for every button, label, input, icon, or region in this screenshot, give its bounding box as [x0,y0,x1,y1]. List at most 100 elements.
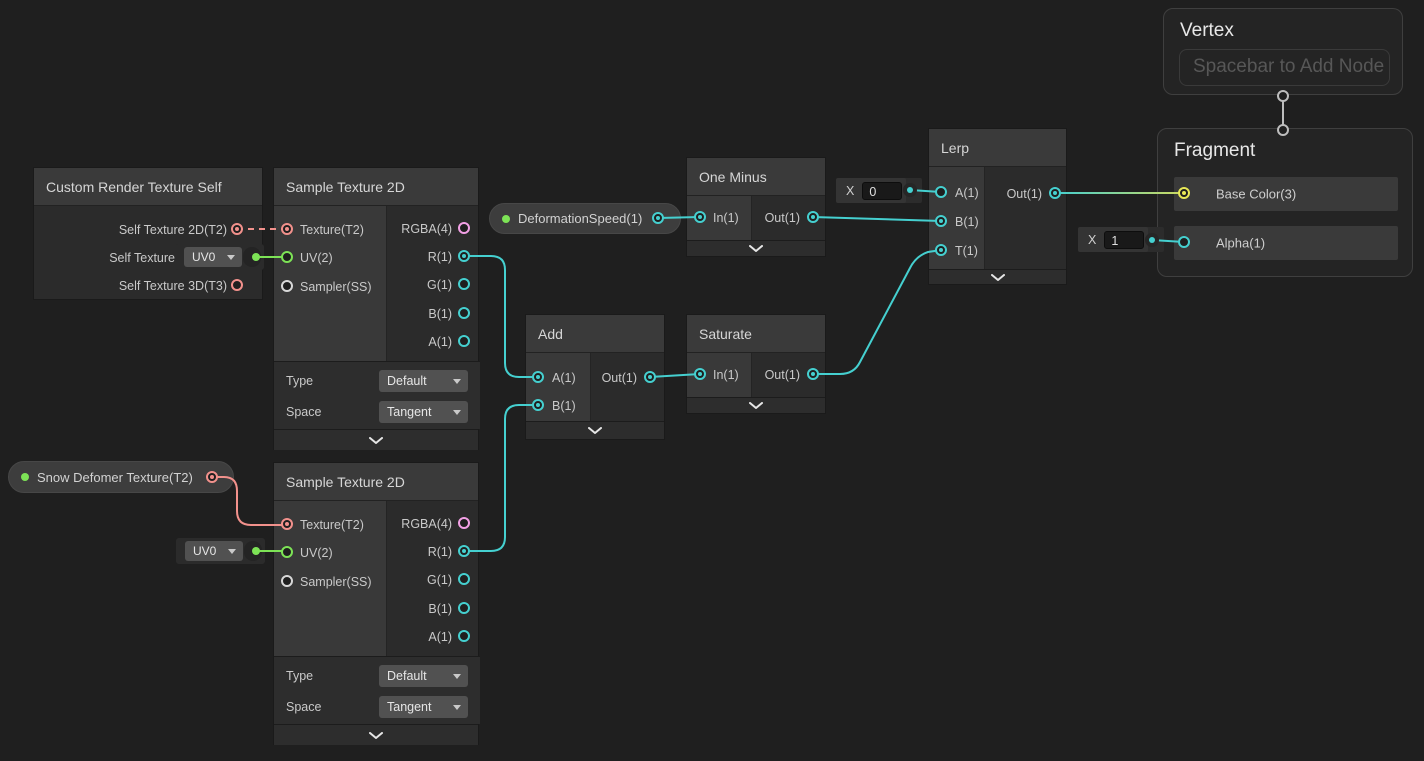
output-label-out: Out(1) [601,371,637,385]
input-label-in: In(1) [713,368,739,382]
node-lerp[interactable]: Lerp A(1) B(1) T(1) Out(1) [928,128,1067,285]
x-component-label: X [1088,232,1097,247]
dropdown-caret-icon [453,705,461,710]
collapse-button[interactable] [274,429,478,450]
alpha-value-field[interactable]: 1 [1104,230,1145,249]
input-label-t: T(1) [955,244,978,258]
port-snowdeformer-output[interactable] [206,471,218,483]
node-one-minus[interactable]: One Minus In(1) Out(1) [686,157,826,257]
node-title: Sample Texture 2D [274,168,478,206]
port-saturate-in-input[interactable] [694,368,706,380]
port-sample1-b-output[interactable] [458,307,470,319]
port-sample1-g-output[interactable] [458,278,470,290]
port-sample1-texture-input[interactable] [281,223,293,235]
port-sample2-a-output[interactable] [458,630,470,642]
port-lerp-t-input[interactable] [935,244,947,256]
input-label-b: B(1) [552,399,576,413]
node-sample-texture-2d-bottom[interactable]: Sample Texture 2D Texture(T2) UV(2) Samp… [273,462,480,745]
exposed-property-dot-icon [21,473,29,481]
port-sample2-rgba-output[interactable] [458,517,470,529]
node-vertex[interactable]: Vertex Spacebar to Add Node [1163,8,1403,95]
port-deformationspeed-output[interactable] [652,212,664,224]
port-add-a-input[interactable] [532,371,544,383]
port-saturate-out-output[interactable] [807,368,819,380]
collapse-chevron-icon [369,731,383,739]
port-oneminus-out-output[interactable] [807,211,819,223]
collapse-button[interactable] [687,240,825,256]
uv-channel-dropdown[interactable]: UV0 [184,247,242,267]
port-sample1-a-output[interactable] [458,335,470,347]
port-uv0-top-connector-dot[interactable] [252,253,260,261]
port-sample2-b-output[interactable] [458,602,470,614]
port-add-b-input[interactable] [532,399,544,411]
port-x0-connector-dot[interactable] [903,183,917,197]
port-crt-self-texture-3d-output[interactable] [231,279,243,291]
port-fragment-alpha-input[interactable] [1178,236,1190,248]
uv-channel-dropdown[interactable]: UV0 [185,541,243,561]
space-dropdown[interactable]: Tangent [379,401,468,423]
port-sample1-sampler-input[interactable] [281,280,293,292]
wire-oneminus-out-to-lerp-b[interactable] [812,216,942,222]
port-oneminus-in-input[interactable] [694,211,706,223]
node-add[interactable]: Add A(1) B(1) Out(1) [525,314,665,440]
node-title: Fragment [1174,140,1256,161]
node-title: Vertex [1180,20,1234,41]
collapse-button[interactable] [274,724,478,745]
type-dropdown[interactable]: Default [379,370,468,392]
wire-add-out-to-saturate-in[interactable] [649,373,701,378]
wire-r-to-add-a[interactable] [464,255,538,378]
dropdown-caret-icon [453,674,461,679]
port-lerp-b-input[interactable] [935,215,947,227]
output-label-out: Out(1) [1006,187,1042,201]
collapse-button[interactable] [526,421,664,439]
node-title: Sample Texture 2D [274,463,478,501]
wire-deformationspeed-to-oneminus-in[interactable] [657,216,701,219]
uv-channel-value: UV0 [192,250,216,264]
wire-snowdeformer-to-texture[interactable] [212,476,287,526]
fragment-base-color-block[interactable]: Base Color(3) [1174,177,1398,211]
port-uv0-bottom-connector-dot[interactable] [252,547,260,555]
port-lerp-a-input[interactable] [935,186,947,198]
exposed-property-dot-icon [502,214,510,223]
port-sample1-r-output[interactable] [458,250,470,262]
block-label-base-color: Base Color(3) [1216,186,1297,202]
node-saturate[interactable]: Saturate In(1) Out(1) [686,314,826,414]
add-block-placeholder[interactable]: Spacebar to Add Node [1179,49,1390,86]
property-pill-snow-deformer-texture[interactable]: Snow Defomer Texture(T2) [8,461,234,493]
input-label-sampler: Sampler(SS) [300,280,372,294]
node-custom-render-texture-self[interactable]: Custom Render Texture Self Self Texture … [33,167,263,300]
port-fragment-base-color-input[interactable] [1178,187,1190,199]
space-dropdown[interactable]: Tangent [379,696,468,718]
collapse-chevron-icon [588,427,602,434]
port-lerp-out-output[interactable] [1049,187,1061,199]
node-title: Add [526,315,664,353]
port-sample2-r-output[interactable] [458,545,470,557]
property-pill-deformation-speed[interactable]: DeformationSpeed(1) [489,203,681,234]
port-sample2-sampler-input[interactable] [281,575,293,587]
wire-saturate-out-to-lerp-t[interactable] [813,249,942,375]
port-sample2-uv-input[interactable] [281,546,293,558]
port-crt-self-texture-2d-output[interactable] [231,223,243,235]
port-sample2-texture-input[interactable] [281,518,293,530]
lerp-a-default-widget: X 0 [836,178,906,203]
node-sample-texture-2d-top[interactable]: Sample Texture 2D Texture(T2) UV(2) Samp… [273,167,480,450]
port-sample2-g-output[interactable] [458,573,470,585]
setting-label-space: Space [286,405,322,419]
port-sample1-uv-input[interactable] [281,251,293,263]
port-add-out-output[interactable] [644,371,656,383]
type-dropdown[interactable]: Default [379,665,468,687]
output-label-r: R(1) [427,250,452,264]
node-title: One Minus [687,158,825,196]
collapse-button[interactable] [687,397,825,413]
setting-label-space: Space [286,700,322,714]
collapse-button[interactable] [929,269,1066,284]
wire-r-to-add-b[interactable] [464,404,538,552]
fragment-alpha-block[interactable]: Alpha(1) [1174,226,1398,260]
dropdown-caret-icon [453,379,461,384]
port-sample1-rgba-output[interactable] [458,222,470,234]
alpha-default-widget: X 1 [1078,227,1148,252]
lerp-a-value-field[interactable]: 0 [862,181,903,200]
port-x1-connector-dot[interactable] [1145,233,1159,247]
node-fragment[interactable]: Fragment Base Color(3) Alpha(1) [1157,128,1413,277]
